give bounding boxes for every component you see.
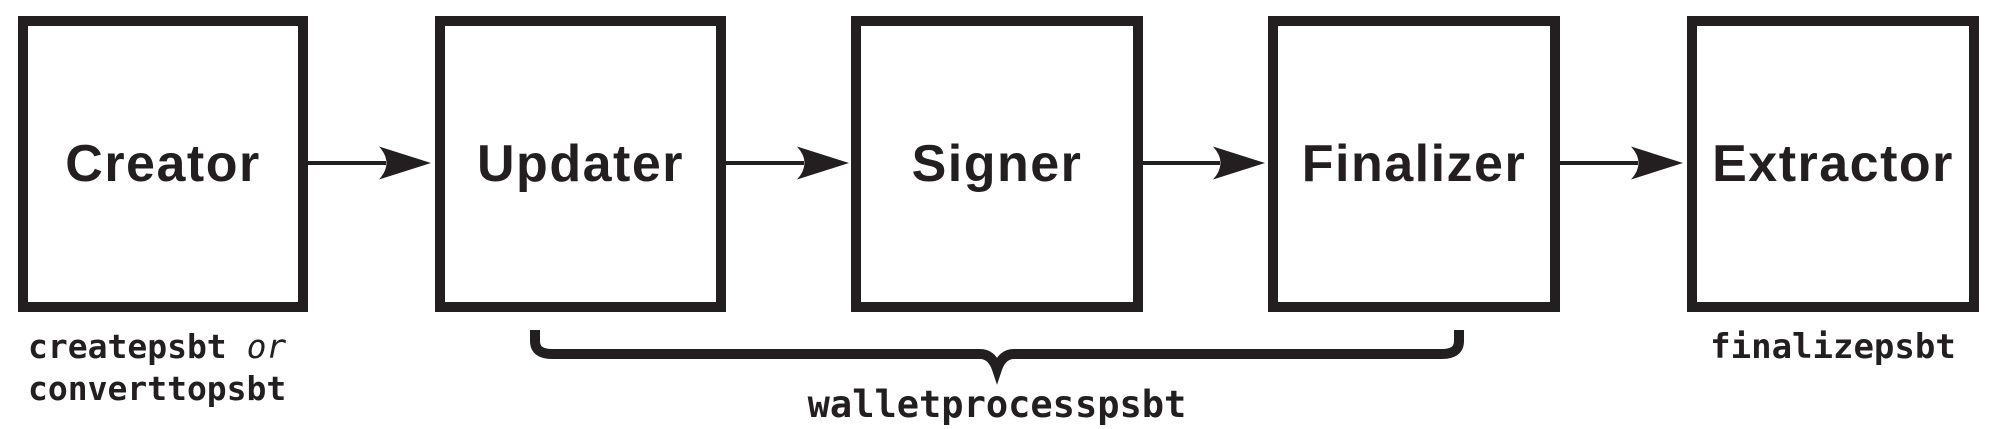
creator-commands-note: createpsbt or converttopsbt — [28, 326, 286, 410]
updater-box-label: Updater — [477, 135, 684, 193]
arrow-finalizer-to-extractor-icon — [1560, 146, 1683, 180]
converttopsbt-command: converttopsbt — [28, 369, 287, 408]
createpsbt-command: createpsbt — [28, 327, 227, 366]
extractor-box-label: Extractor — [1712, 135, 1954, 193]
finalizer-box-label: Finalizer — [1301, 135, 1527, 193]
signer-box-label: Signer — [911, 135, 1083, 193]
updater-box: Updater — [435, 16, 726, 312]
underbrace-icon — [530, 330, 1464, 385]
creator-box: Creator — [18, 16, 308, 312]
finalizepsbt-note: finalizepsbt — [1710, 327, 1956, 367]
walletprocesspsbt-note: walletprocesspsbt — [807, 383, 1187, 426]
finalizer-box: Finalizer — [1268, 16, 1560, 312]
or-conjunction: or — [246, 327, 287, 366]
creator-commands-line1: createpsbt or — [28, 326, 286, 368]
creator-box-label: Creator — [65, 135, 261, 193]
arrow-signer-to-finalizer-icon — [1142, 146, 1265, 180]
creator-commands-line2: converttopsbt — [28, 368, 286, 410]
arrow-updater-to-signer-icon — [726, 146, 849, 180]
signer-box: Signer — [851, 16, 1143, 312]
extractor-box: Extractor — [1687, 16, 1979, 312]
arrow-creator-to-updater-icon — [308, 146, 431, 180]
